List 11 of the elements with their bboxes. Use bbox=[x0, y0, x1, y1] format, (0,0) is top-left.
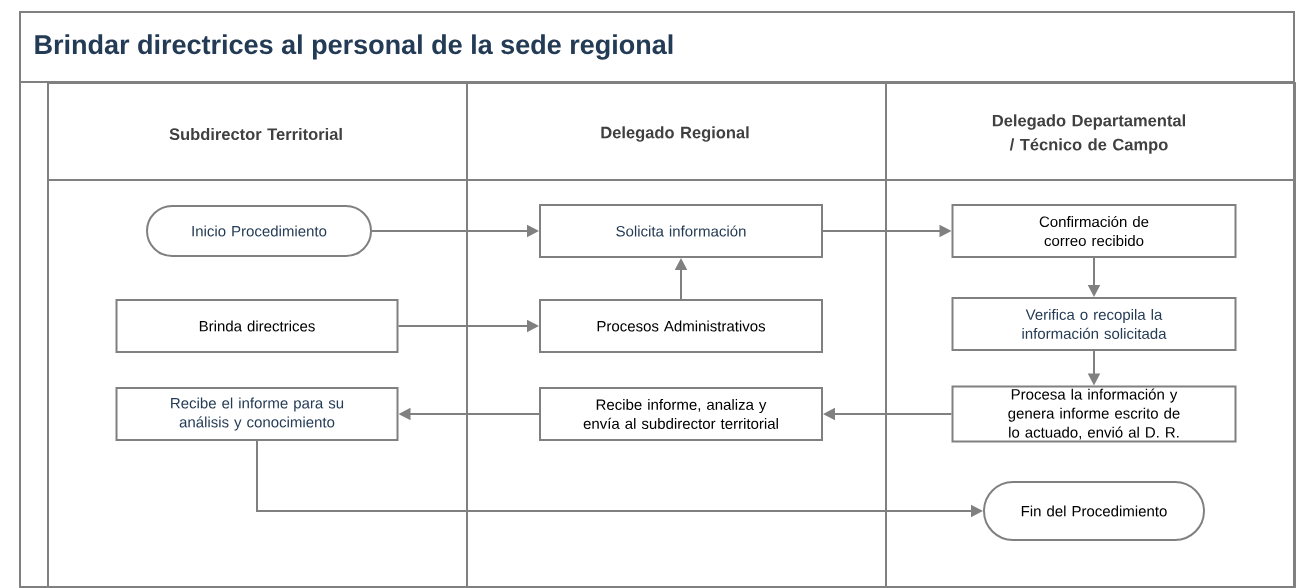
process-box: Procesa la información y genera informe escrito de lo actuado, envió al D. R. bbox=[951, 385, 1237, 443]
process-box: Brinda directrices bbox=[115, 299, 399, 353]
process-box: Recibe informe, analiza y envía al subdirector territorial bbox=[539, 387, 823, 441]
process-box: Verifica o recopila la información solicitada bbox=[951, 297, 1237, 351]
terminator: Inicio Procedimiento bbox=[146, 205, 372, 257]
title: Brindar directrices al personal de la sede regional bbox=[35, 34, 673, 60]
process-box: Confirmación de correo recibido bbox=[951, 204, 1237, 258]
process-box: Recibe el informe para su análisis y conocimiento bbox=[115, 387, 399, 441]
process-box: Solicita información bbox=[539, 204, 823, 258]
process-box: Procesos Administrativos bbox=[539, 299, 823, 353]
terminator: Fin del Procedimiento bbox=[983, 481, 1205, 541]
